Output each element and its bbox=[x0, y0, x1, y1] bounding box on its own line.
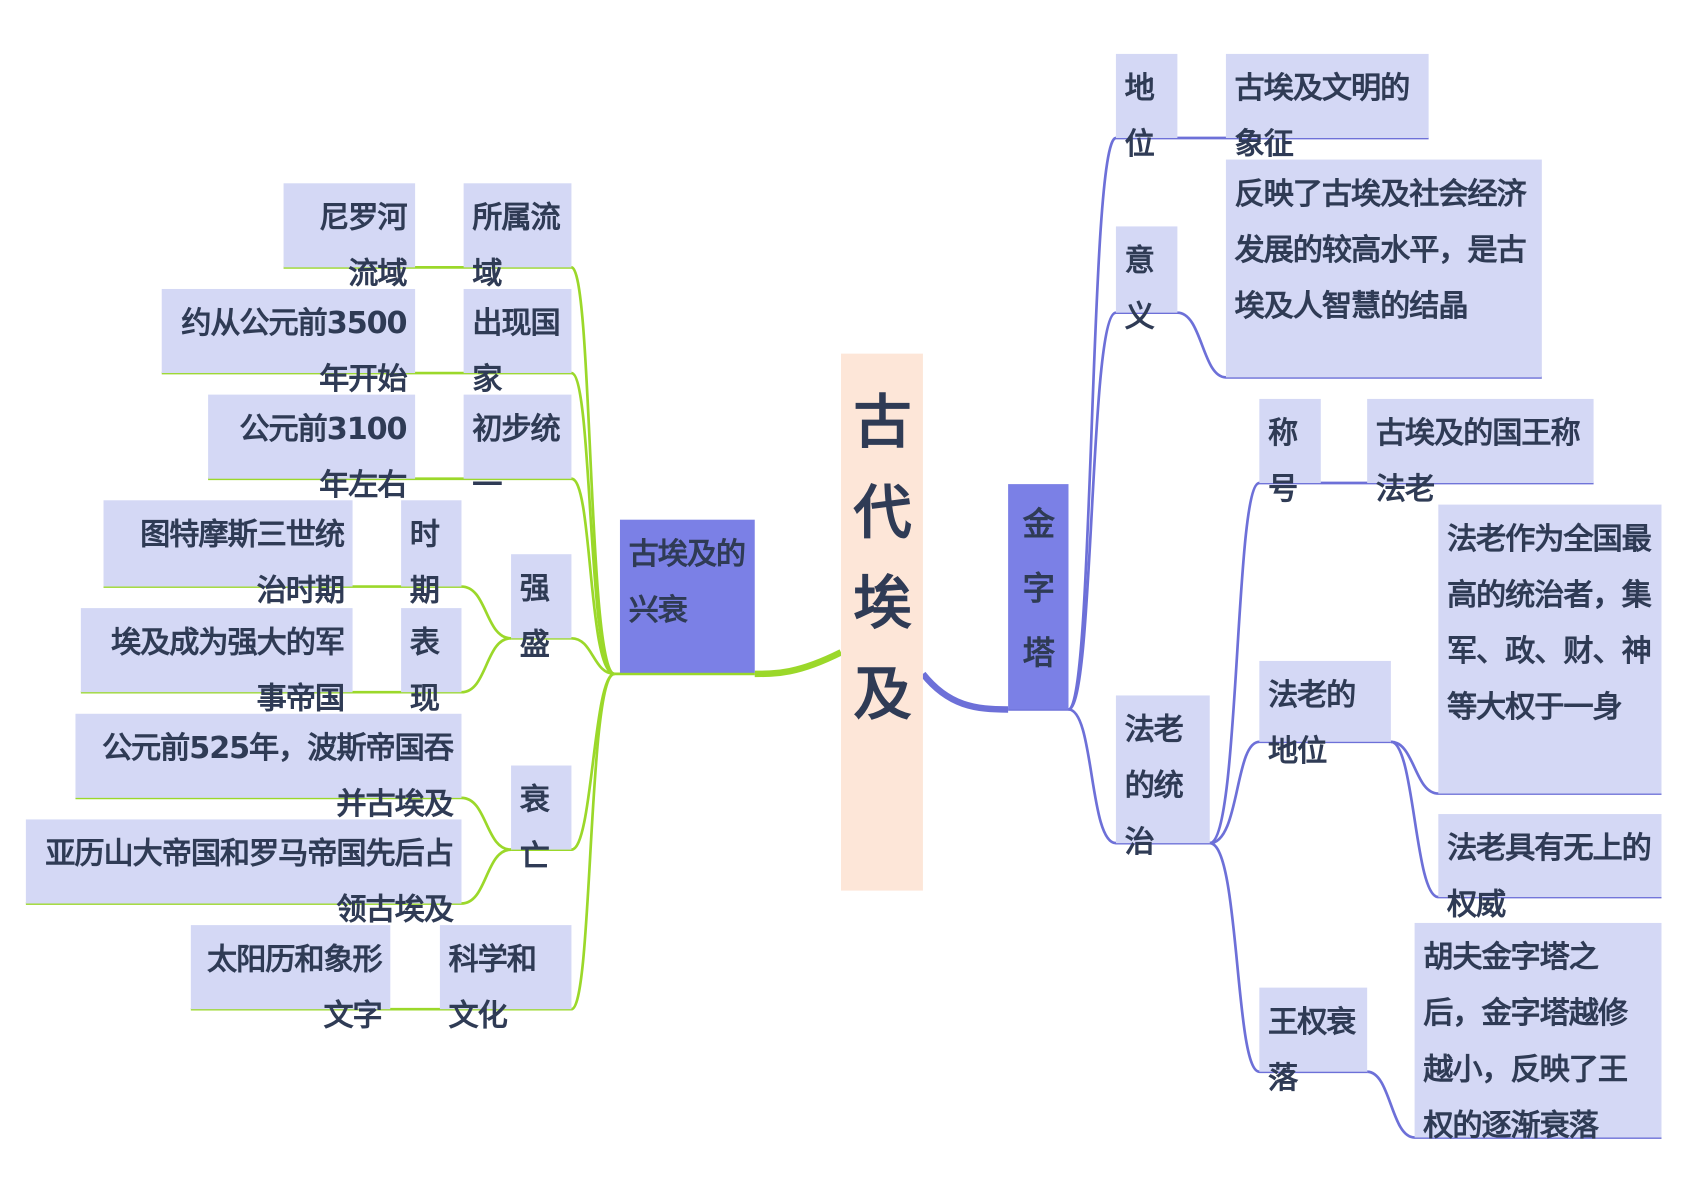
node-manifestation[interactable]: 表现 bbox=[401, 608, 462, 716]
node-royal-decline-value[interactable]: 胡夫金字塔之后，金字塔越修越小，反映了王权的逐渐衰落 bbox=[1414, 922, 1662, 1143]
node-status[interactable]: 地位 bbox=[1115, 53, 1178, 162]
node-title-value[interactable]: 古埃及的国王称法老 bbox=[1367, 398, 1594, 507]
node-basin-value[interactable]: 尼罗河流域 bbox=[283, 183, 416, 291]
node-period-value[interactable]: 图特摩斯三世统治时期 bbox=[103, 500, 353, 608]
node-decline-rome[interactable]: 亚历山大帝国和罗马帝国先后占领古埃及 bbox=[25, 819, 462, 927]
node-pharaoh-status-authority[interactable]: 法老具有无上的权威 bbox=[1438, 814, 1662, 922]
node-pharaoh-status[interactable]: 法老的地位 bbox=[1259, 660, 1391, 769]
node-decline-persia[interactable]: 公元前525年，波斯帝国吞并古埃及 bbox=[75, 713, 462, 822]
node-science-culture[interactable]: 科学和文化 bbox=[439, 925, 572, 1033]
node-manifestation-value[interactable]: 埃及成为强大的军事帝国 bbox=[80, 608, 353, 716]
node-significance-value[interactable]: 反映了古埃及社会经济发展的较高水平，是古埃及人智慧的结晶 bbox=[1225, 159, 1542, 378]
branch-pyramids[interactable]: 金字塔 bbox=[1008, 484, 1069, 710]
node-title[interactable]: 称号 bbox=[1259, 398, 1321, 507]
node-state-appears[interactable]: 出现国家 bbox=[463, 288, 572, 397]
node-basin[interactable]: 所属流域 bbox=[463, 183, 572, 291]
node-decline[interactable]: 衰亡 bbox=[511, 765, 572, 873]
node-pharaoh-rule[interactable]: 法老的统治 bbox=[1115, 695, 1210, 859]
node-period[interactable]: 时期 bbox=[401, 500, 462, 608]
node-state-appears-value[interactable]: 约从公元前3500年开始 bbox=[161, 288, 416, 397]
node-prosperity[interactable]: 强盛 bbox=[511, 554, 572, 662]
node-unification[interactable]: 初步统一 bbox=[463, 394, 572, 502]
node-pharaoh-status-supreme[interactable]: 法老作为全国最高的统治者，集军、政、财、神等大权于一身 bbox=[1438, 504, 1662, 794]
right-connectors bbox=[920, 136, 1662, 1139]
node-unification-value[interactable]: 公元前3100年左右 bbox=[208, 394, 416, 502]
node-science-culture-value[interactable]: 太阳历和象形文字 bbox=[190, 925, 391, 1033]
node-royal-decline[interactable]: 王权衰落 bbox=[1259, 987, 1368, 1095]
left-connectors bbox=[25, 266, 843, 1011]
branch-rise-and-fall[interactable]: 古埃及的兴衰 bbox=[619, 519, 755, 673]
node-status-value[interactable]: 古埃及文明的象征 bbox=[1225, 53, 1429, 162]
central-topic[interactable]: 古代埃及 bbox=[840, 353, 923, 891]
node-significance[interactable]: 意义 bbox=[1115, 226, 1178, 334]
